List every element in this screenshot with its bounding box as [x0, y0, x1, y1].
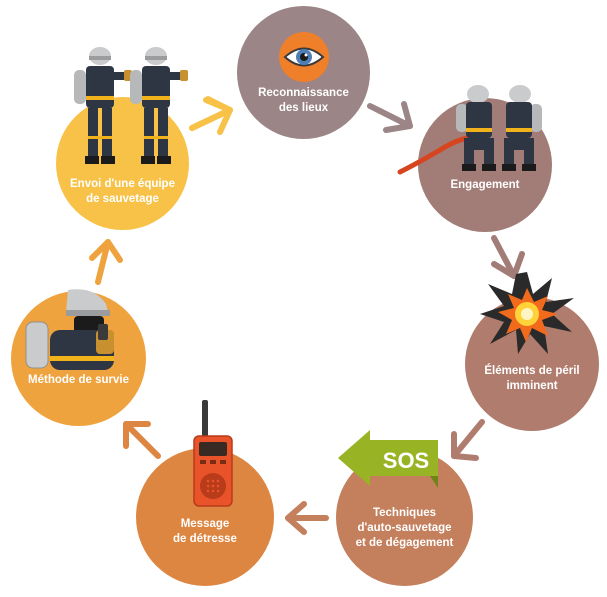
arrow-survie-to-envoi — [89, 239, 123, 285]
label-message: Message de détresse — [173, 518, 237, 545]
arrow-reconnaissance-to-engagement — [367, 101, 413, 133]
label-envoi: Envoi d'une équipe de sauvetage — [70, 178, 175, 205]
explosion-icon — [480, 272, 574, 354]
eye-icon — [279, 32, 329, 82]
label-techniques: Techniques d'auto-sauvetage et de dégage… — [355, 507, 454, 549]
arrow-message-to-survie — [123, 421, 161, 459]
firefighter-with-radio-icon — [25, 289, 114, 370]
arrow-techniques-to-message — [285, 501, 329, 535]
firefighters-with-hose-icon — [397, 85, 542, 175]
label-reconnaissance: Reconnaissance des lieux — [258, 87, 349, 114]
arrow-peril-to-techniques — [451, 419, 485, 461]
label-engagement: Engagement — [450, 179, 520, 191]
label-survie: Méthode de survie — [28, 374, 129, 386]
arrow-envoi-to-reconnaissance — [189, 96, 233, 135]
two-firefighters-icon — [74, 47, 188, 164]
label-peril: Éléments de péril imminent — [484, 365, 580, 392]
arrow-engagement-to-peril — [491, 235, 525, 279]
radio-transceiver-icon — [193, 400, 233, 507]
sos-arrow-sign-icon: SOS — [338, 430, 438, 488]
sos-text: SOS — [383, 448, 429, 473]
